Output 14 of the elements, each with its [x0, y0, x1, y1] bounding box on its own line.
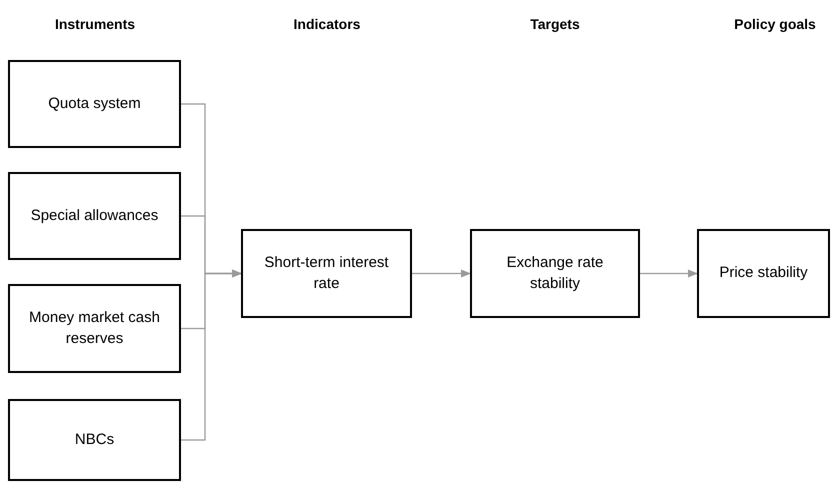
process-box: Short-term interest rate	[241, 229, 412, 318]
process-box: Money market cash reserves	[8, 284, 181, 373]
arrow	[412, 270, 471, 278]
process-box: Price stability	[697, 229, 830, 318]
arrow	[640, 270, 698, 278]
process-box: Quota system	[8, 60, 181, 148]
process-box: NBCs	[8, 399, 181, 481]
column-heading: Indicators	[294, 15, 360, 34]
column-heading: Targets	[530, 15, 580, 34]
process-box: Exchange rate stability	[470, 229, 640, 318]
process-box: Special allowances	[8, 172, 181, 260]
column-heading: Policy goals	[734, 15, 816, 34]
arrow	[181, 270, 242, 441]
column-heading: Instruments	[54, 15, 136, 34]
